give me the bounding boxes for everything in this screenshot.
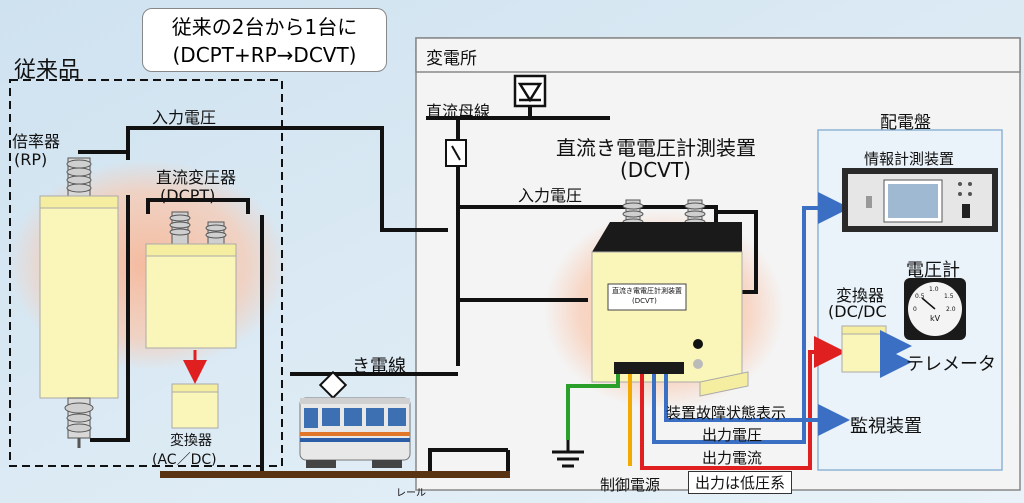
distribution-board-title: 配電盤	[880, 113, 931, 133]
rp-abbr: (RP)	[14, 150, 48, 169]
dcvt-device-icon	[591, 199, 749, 397]
ground-icon	[552, 440, 584, 468]
callout-line1: 従来の2台から1台に	[171, 15, 358, 39]
ac-dc-converter-icon	[171, 383, 219, 429]
info-measurement-device-icon	[842, 168, 998, 232]
output-current-label: 出力電流	[702, 449, 763, 467]
fault-display-label: 装置故障状態表示	[666, 404, 787, 422]
dcvt-plate-line1: 直流き電電圧計測装置	[612, 287, 682, 295]
rail	[160, 471, 510, 478]
dcpt-transformer-icon	[145, 211, 237, 349]
dcvt-plate-line2: (DCVT)	[632, 297, 657, 305]
dcpt-abbr: (DCPT)	[160, 186, 216, 205]
dcvt-title: 直流き電電圧計測装置	[556, 136, 756, 160]
low-voltage-note: 出力は低圧系	[688, 471, 793, 494]
legacy-dashed-box	[9, 79, 283, 467]
substation-title: 変電所	[426, 49, 477, 69]
ac-dc-converter-label: 変換器	[170, 433, 212, 449]
telemeter-label: テレメータ	[906, 354, 996, 375]
dc-bus-label: 直流母線	[426, 102, 491, 121]
gauge-tick-0-5: 0.5	[915, 293, 925, 300]
gauge-tick-0: 0	[913, 306, 917, 313]
gauge-tick-1-5: 1.5	[944, 293, 954, 300]
rail-label: レール	[396, 488, 426, 499]
dcpt-label: 直流変圧器	[156, 168, 237, 187]
voltmeter-gauge-icon	[904, 278, 966, 340]
rp-label: 倍率器	[12, 132, 61, 151]
callout-line2: (DCPT+RP→DCVT)	[172, 43, 357, 67]
callout-box: 従来の2台から1台に (DCPT+RP→DCVT)	[142, 8, 387, 72]
dcvt-abbr: (DCVT)	[620, 158, 691, 182]
output-voltage-label: 出力電圧	[702, 426, 763, 444]
train-icon	[299, 370, 411, 468]
dc-bus-switch-icon	[513, 74, 547, 108]
feeder-line-label: き電線	[352, 356, 406, 377]
legacy-title: 従来品	[14, 58, 81, 83]
info-device-label: 情報計測装置	[864, 150, 955, 168]
dcdc-converter-abbr: (DC/DC	[828, 302, 887, 321]
ac-dc-converter-abbr: (AC／DC)	[152, 452, 217, 468]
monitoring-device-label: 監視装置	[850, 416, 922, 437]
gauge-unit: kV	[930, 314, 941, 323]
dcdc-converter-label: 変換器	[836, 286, 885, 305]
disconnector-icon	[445, 130, 467, 178]
voltmeter-label: 電圧計	[906, 260, 960, 281]
control-power-label: 制御電源	[600, 476, 661, 494]
rp-multiplier-icon	[39, 157, 119, 448]
legacy-input-voltage-label: 入力電圧	[152, 108, 217, 127]
substation-header	[415, 37, 1021, 73]
substation-input-voltage-label: 入力電圧	[518, 186, 583, 205]
gauge-tick-2-0: 2.0	[946, 306, 956, 313]
gauge-tick-1-0: 1.0	[929, 286, 939, 293]
dcdc-converter-icon	[841, 325, 887, 373]
